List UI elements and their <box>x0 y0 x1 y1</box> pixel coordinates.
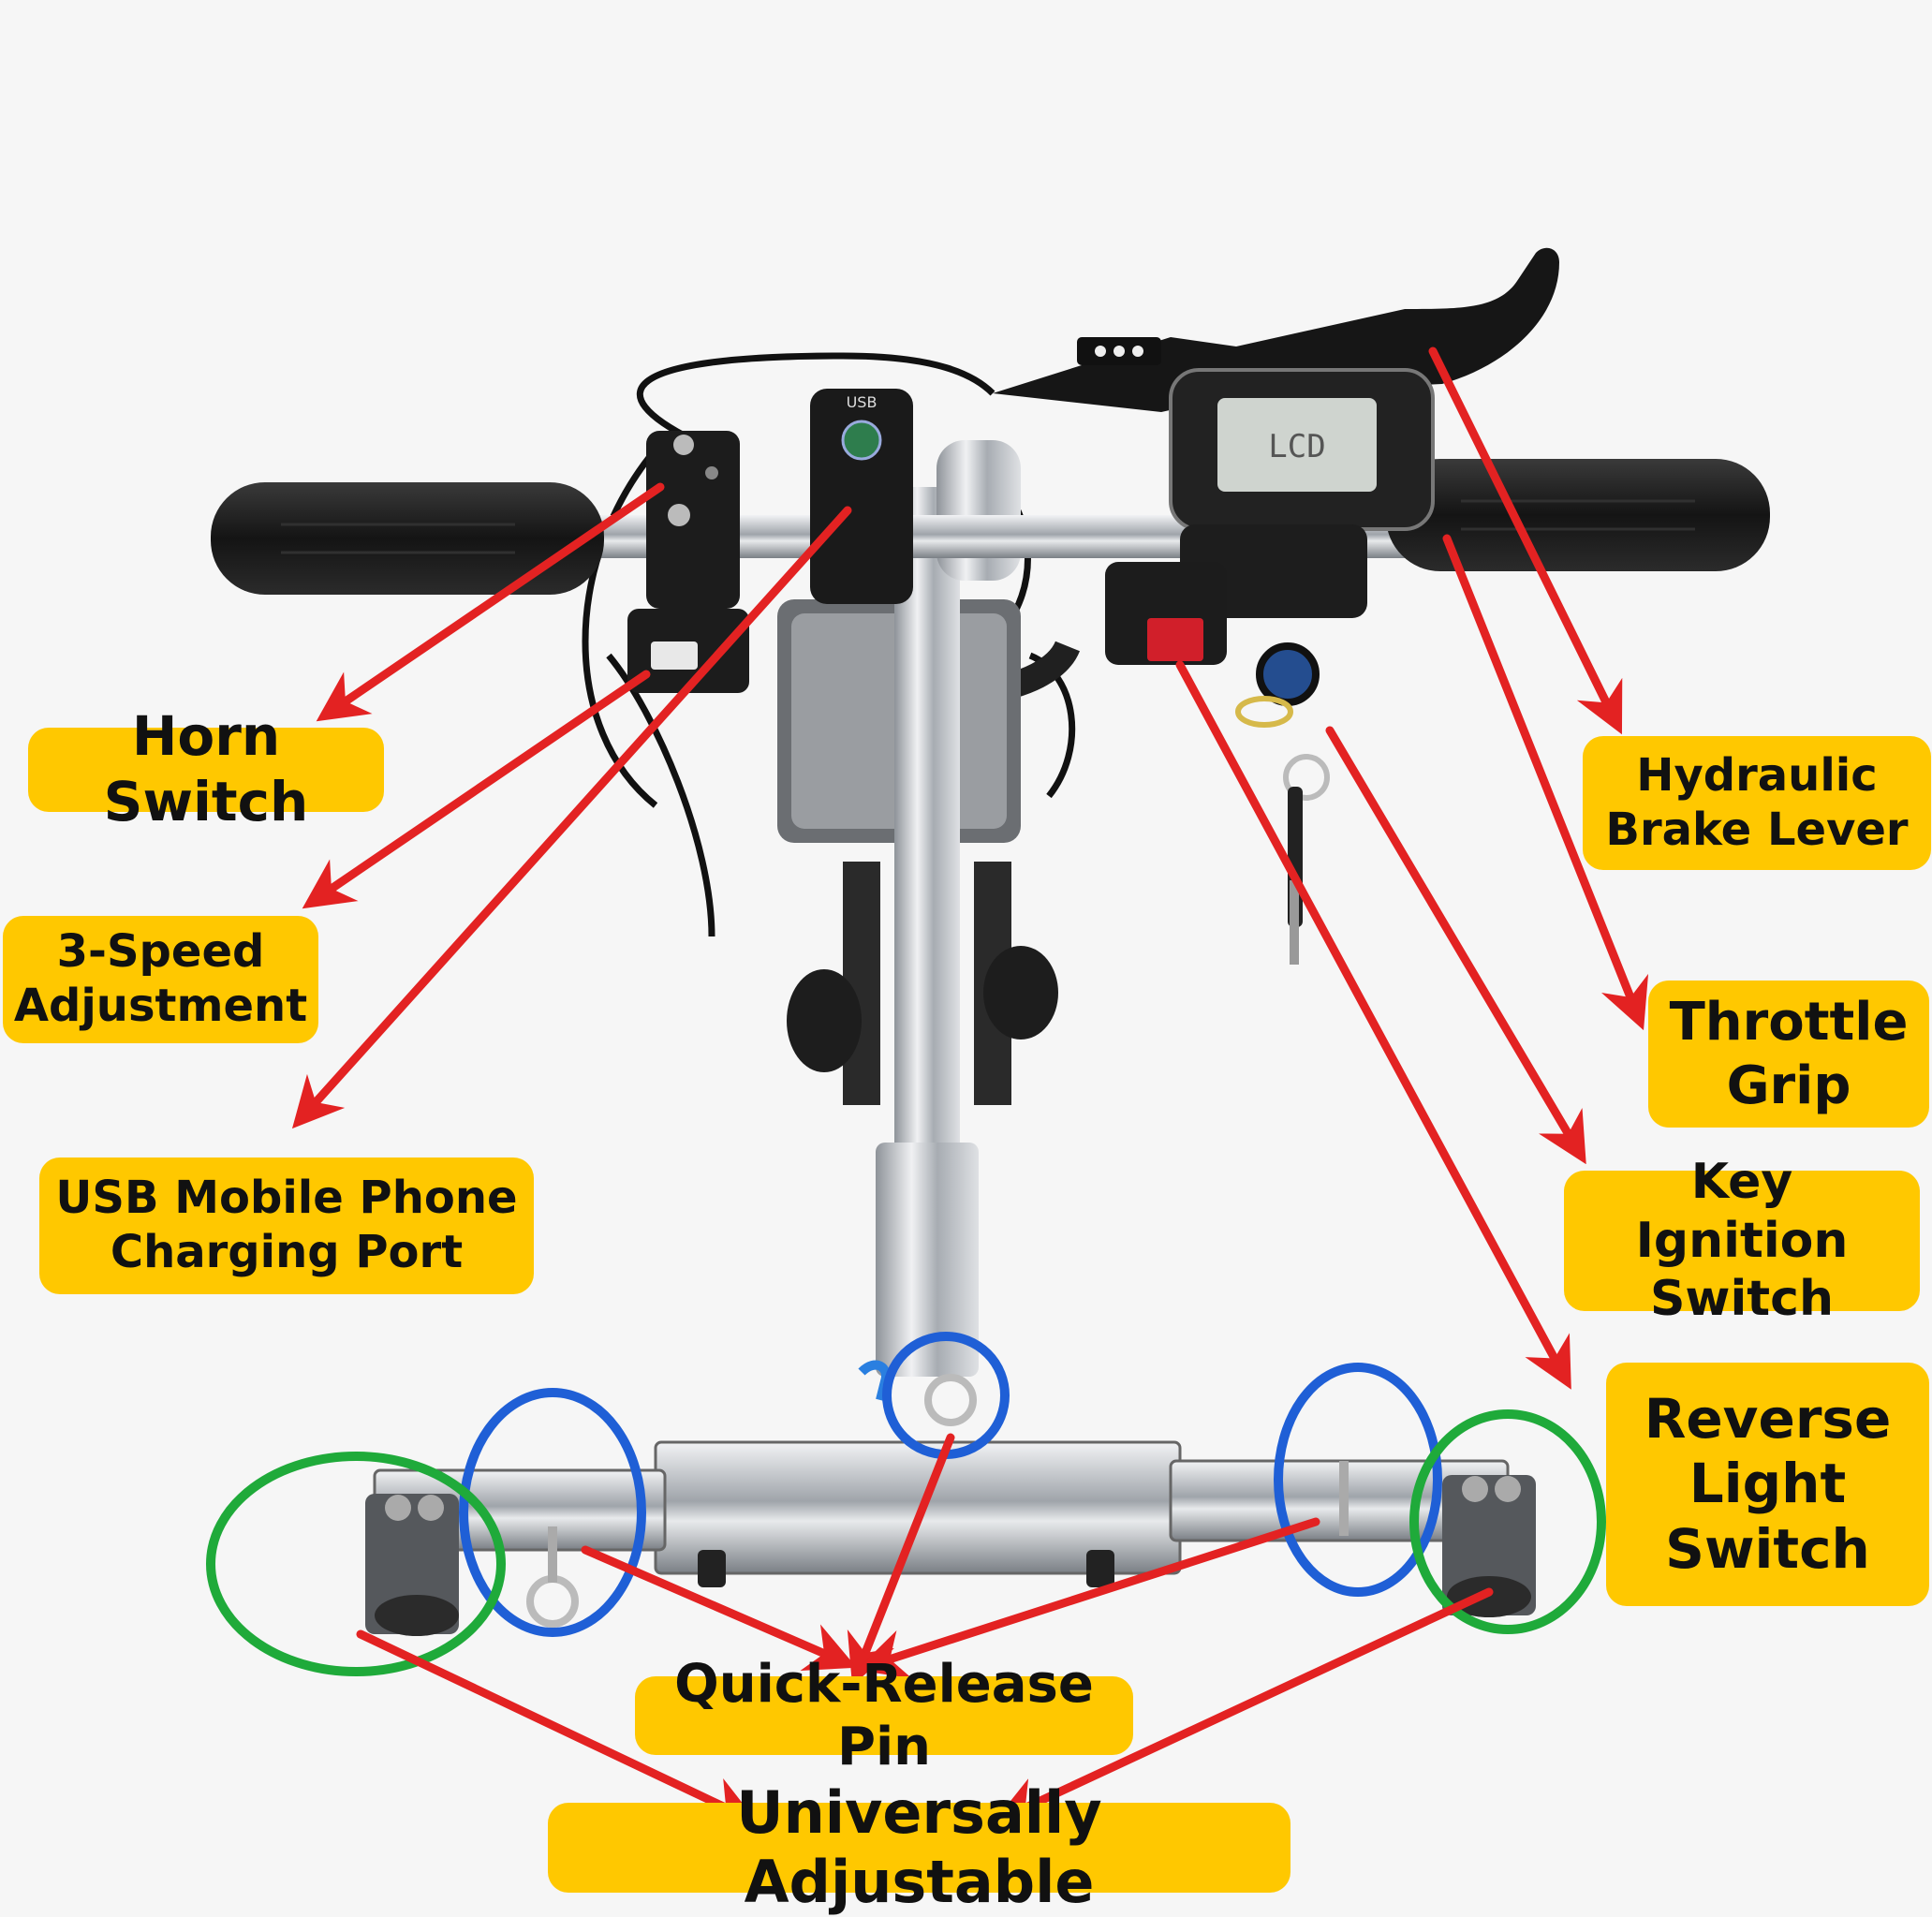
label-throttle-grip: Throttle Grip <box>1648 981 1929 1128</box>
label-universally-adjustable: Universally Adjustable <box>548 1778 1290 1916</box>
callout-arrows <box>291 347 1649 1825</box>
usb-text: USB <box>847 393 878 411</box>
label-horn-switch: Horn Switch <box>28 704 384 833</box>
right-clamp <box>1442 1475 1536 1617</box>
lcd-text: LCD <box>1268 428 1325 465</box>
highlight-circles <box>206 1332 1606 1676</box>
label-quick-release: Quick-Release Pin <box>635 1654 1133 1777</box>
lcd-display: LCD <box>1169 368 1435 618</box>
right-grip <box>1386 459 1770 571</box>
horn-switch-block <box>646 431 740 609</box>
left-grip <box>211 482 604 595</box>
label-speed-adjustment: 3-Speed Adjustment <box>3 916 318 1043</box>
label-usb-port: USB Mobile Phone Charging Port <box>39 1158 534 1294</box>
label-brake-lever: Hydraulic Brake Lever <box>1583 736 1931 870</box>
left-clamp <box>365 1494 459 1636</box>
label-reverse-light: Reverse Light Switch <box>1606 1363 1929 1606</box>
key-ignition-lock <box>1256 642 1320 706</box>
usb-port-module <box>810 389 913 604</box>
label-key-ignition: Key Ignition Switch <box>1564 1154 1920 1327</box>
